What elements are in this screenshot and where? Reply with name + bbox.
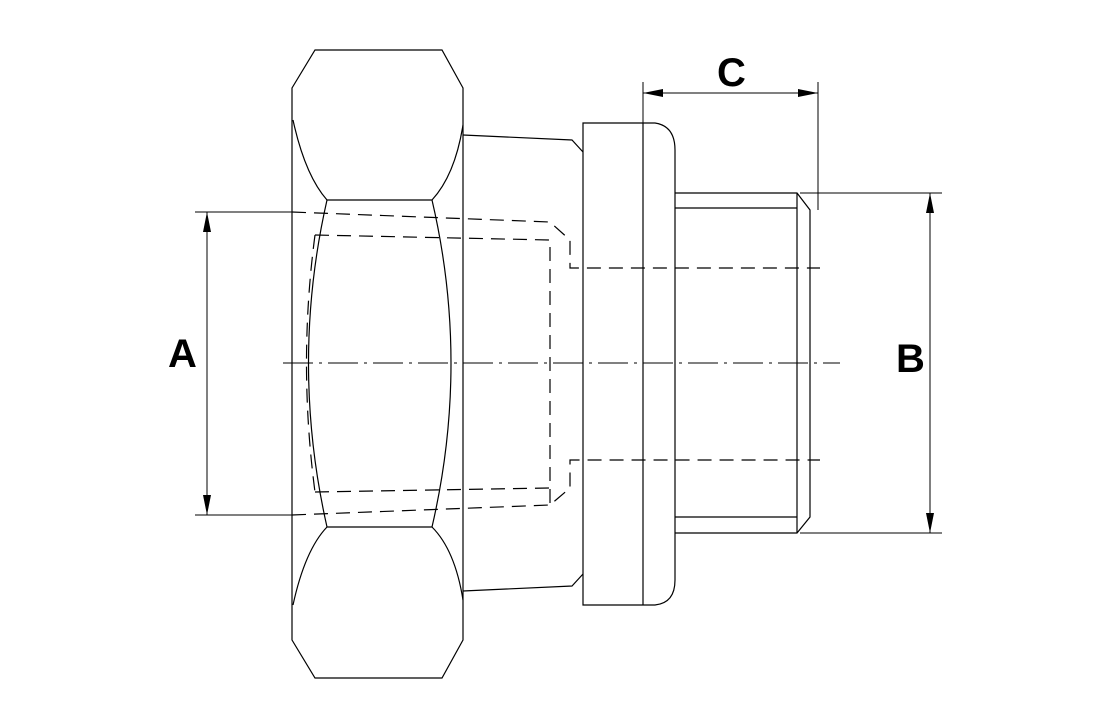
dimension-a-label: A [168, 332, 197, 376]
dimension-a: A [168, 211, 292, 516]
dimension-c: C [642, 51, 819, 210]
dimension-c-label: C [717, 51, 746, 95]
dimension-b-label: B [896, 337, 925, 381]
hex-body [291, 49, 464, 679]
hidden-lines [291, 211, 820, 516]
collar [582, 122, 676, 606]
dimension-b: B [800, 192, 942, 534]
neck [462, 134, 584, 592]
